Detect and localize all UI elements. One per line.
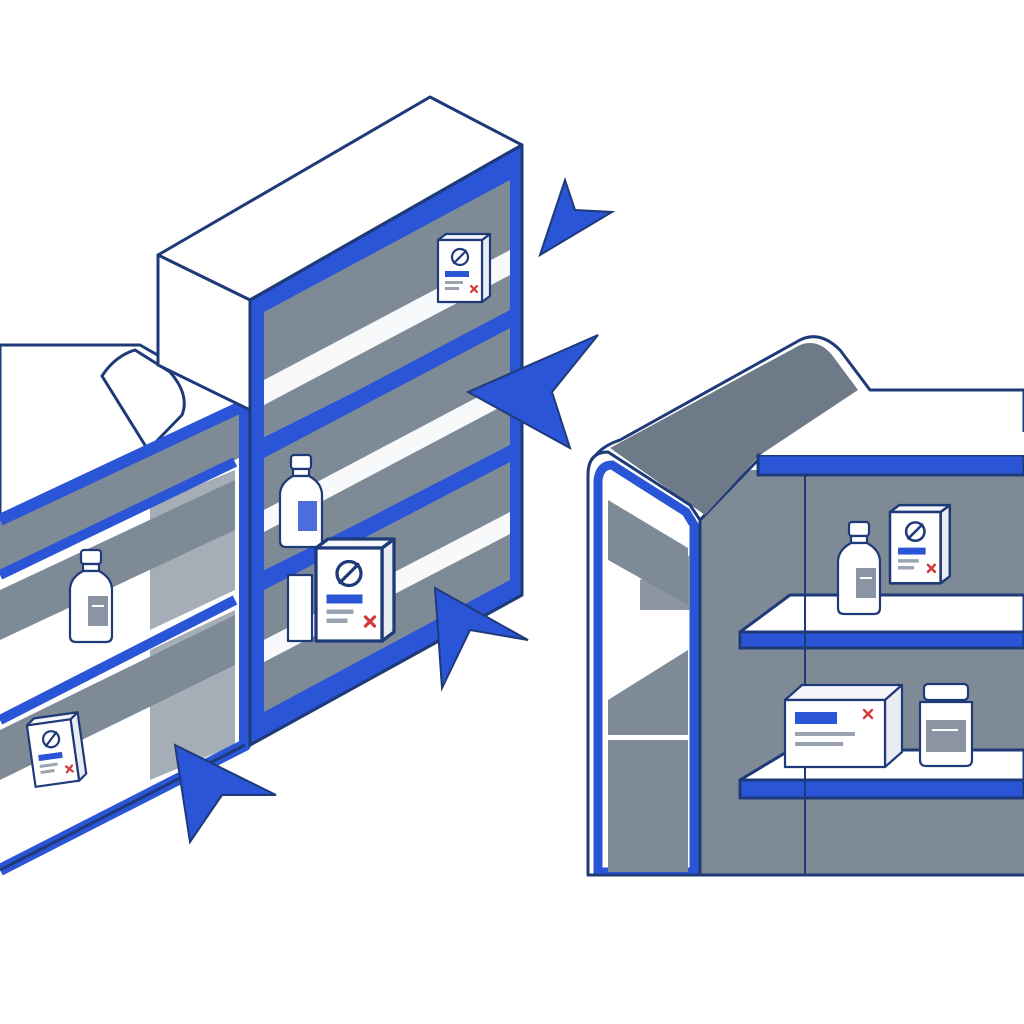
arrow-cursor: [433, 586, 529, 692]
medicine-box: [888, 503, 952, 585]
medicine-jar: [918, 682, 974, 768]
left-low-shelf: [0, 343, 251, 880]
medicine-box: [314, 537, 396, 643]
arrow-cursor: [538, 176, 616, 258]
right-counter-shelf: [586, 335, 1024, 877]
arrow-cursors: [173, 176, 616, 845]
medicine-box: [436, 232, 492, 304]
medicine-box: [24, 711, 89, 788]
medicine-carton: [783, 683, 904, 769]
arrow-cursor: [465, 334, 599, 451]
arrow-cursor: [173, 743, 277, 845]
center-tall-shelf: [156, 95, 524, 747]
medicine-carton: [286, 573, 314, 643]
